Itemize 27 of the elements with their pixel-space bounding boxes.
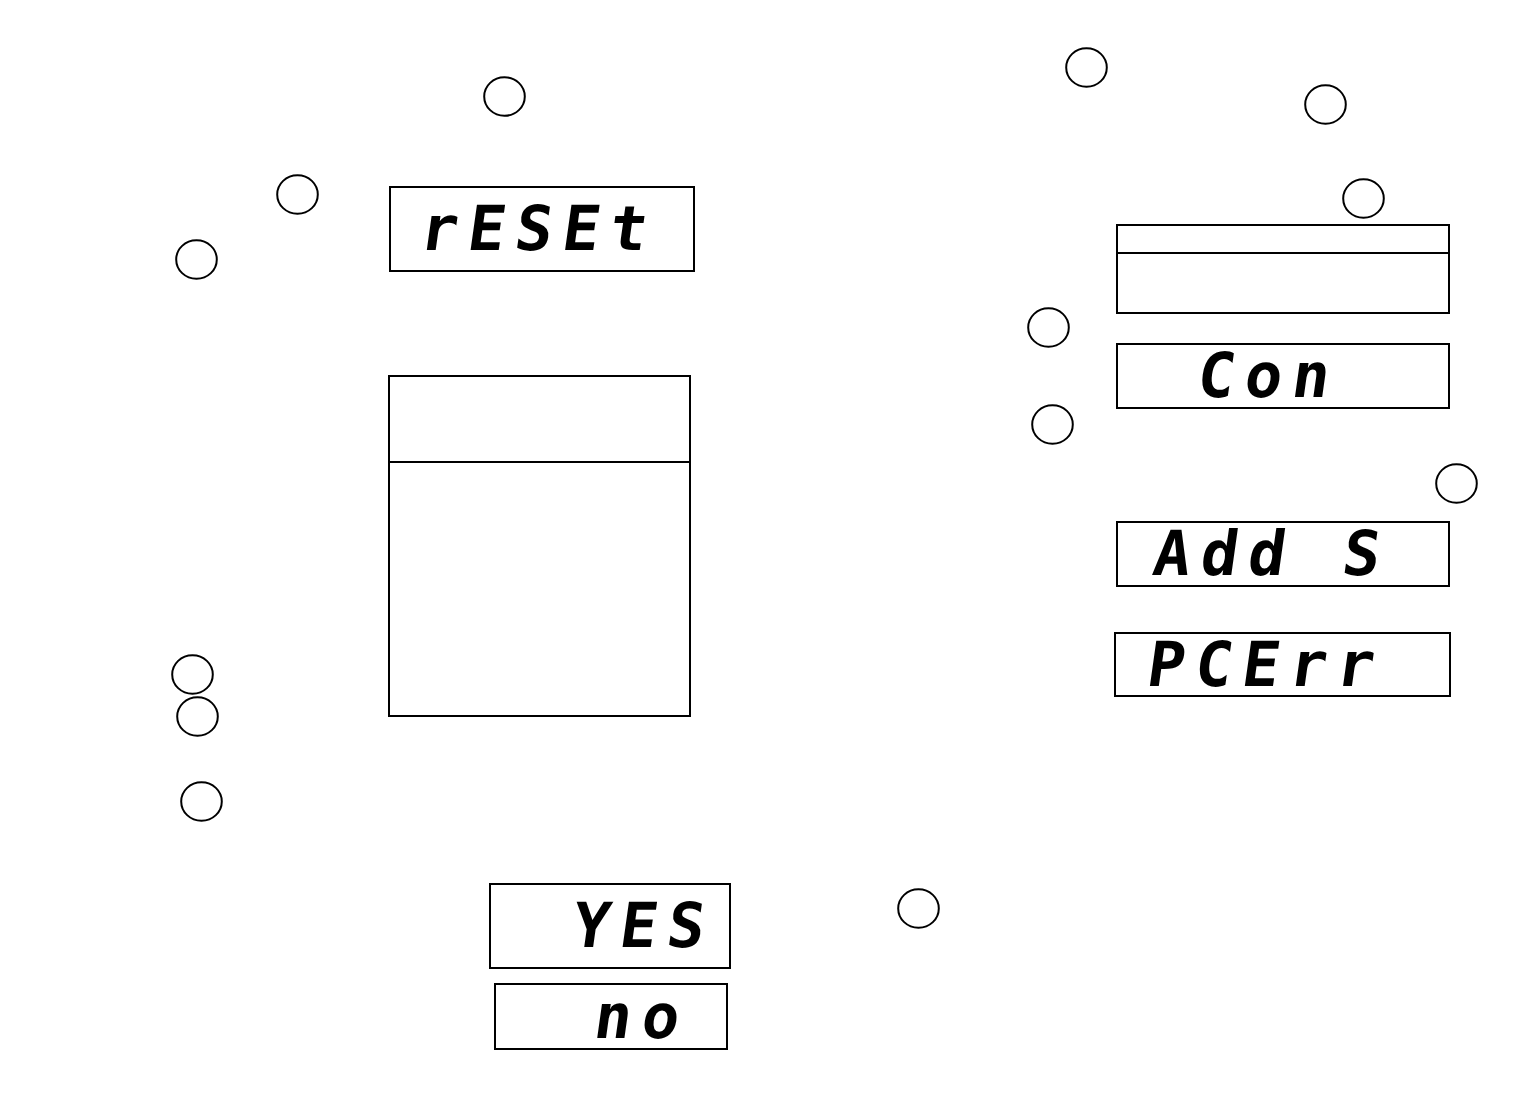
callout-circle — [1031, 404, 1074, 445]
callout-circle — [1027, 307, 1070, 348]
display-readout: PCErr — [1143, 633, 1389, 696]
display-readout: Con — [1193, 345, 1345, 407]
display-panel — [389, 186, 695, 272]
display-panel — [1116, 343, 1450, 409]
callout-circle — [180, 781, 223, 822]
callout-circle — [1065, 47, 1108, 88]
display-readout: Add S — [1149, 523, 1395, 585]
callout-circle — [176, 696, 219, 737]
table-frame — [388, 375, 691, 717]
display-readout: no — [591, 985, 695, 1048]
display-panel — [1116, 521, 1450, 587]
callout-circle — [171, 654, 214, 695]
callout-circle — [276, 174, 319, 215]
display-panel — [1114, 632, 1451, 697]
display-panel — [494, 983, 728, 1050]
callout-circle — [897, 888, 940, 929]
display-readout: YES — [568, 895, 720, 957]
callout-circle — [175, 239, 218, 280]
callout-circle — [1304, 84, 1347, 125]
display-panel — [489, 883, 731, 969]
callout-circle — [483, 76, 526, 117]
callout-circle — [1435, 463, 1478, 504]
callout-circle — [1342, 178, 1385, 219]
table-frame — [1116, 224, 1450, 314]
display-readout: rESEt — [416, 198, 662, 260]
